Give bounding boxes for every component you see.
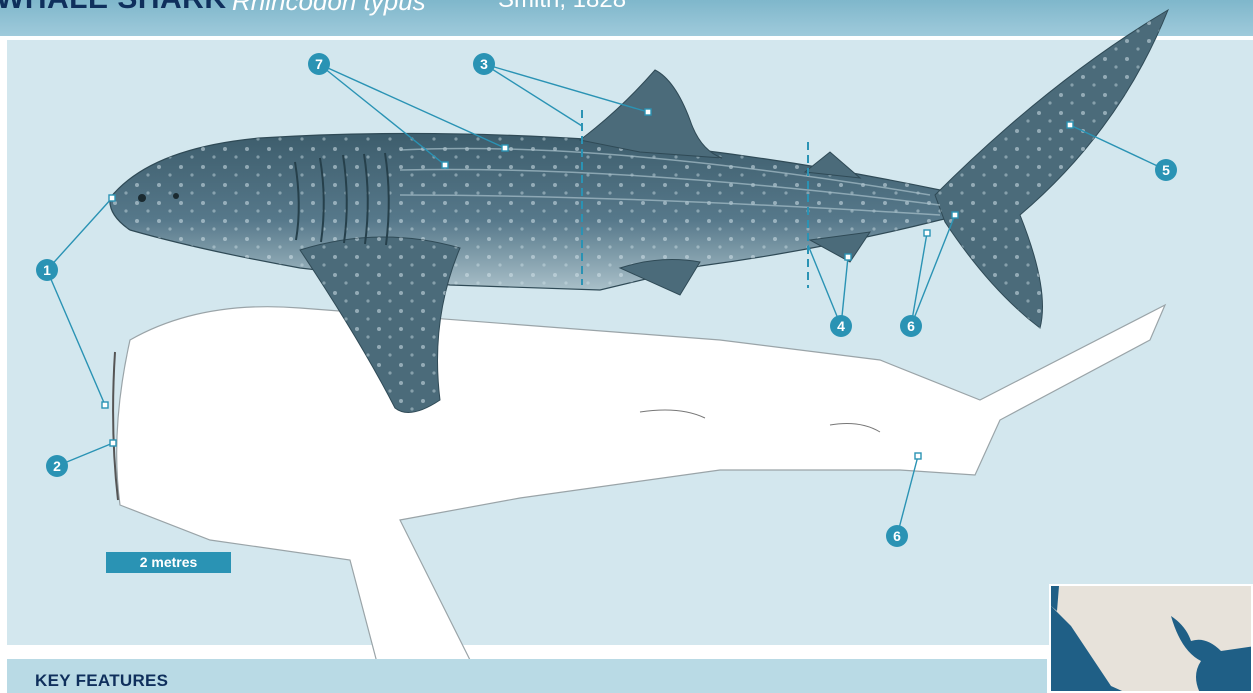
ventral-view	[113, 305, 1165, 693]
callout-3: 3	[473, 53, 495, 75]
callout-6: 6	[900, 315, 922, 337]
key-features-bar: KEY FEATURES	[7, 659, 1047, 693]
key-features-title: KEY FEATURES	[35, 671, 168, 691]
callout-7: 7	[308, 53, 330, 75]
scale-bar: 2 metres	[106, 552, 231, 573]
callout-4: 4	[830, 315, 852, 337]
callout-2: 2	[46, 455, 68, 477]
callout-6-ventral: 6	[886, 525, 908, 547]
distribution-map	[1049, 584, 1253, 693]
callout-5: 5	[1155, 159, 1177, 181]
map-graphic	[1051, 586, 1253, 693]
callout-1: 1	[36, 259, 58, 281]
